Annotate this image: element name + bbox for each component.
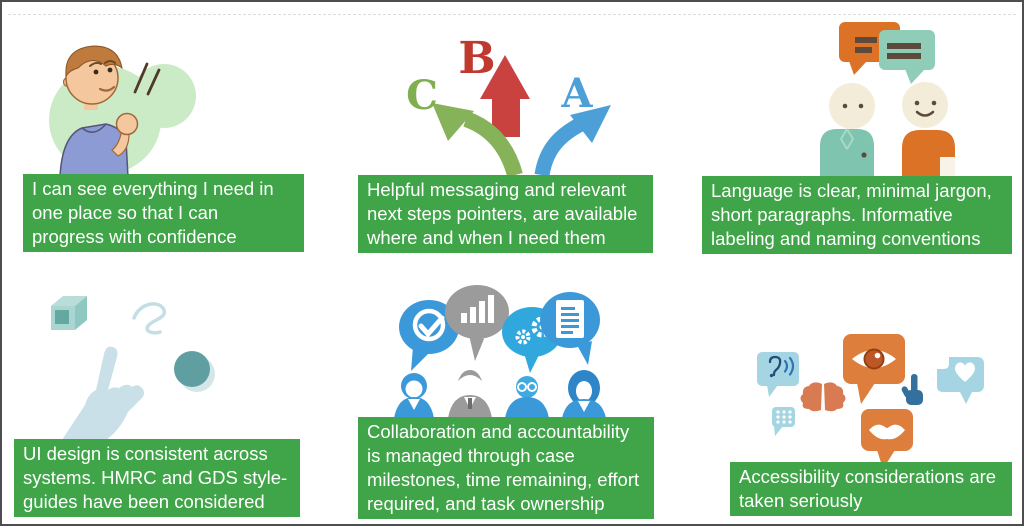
check-bubble	[399, 300, 459, 354]
smirk	[98, 85, 116, 92]
confident-person-illustration	[49, 45, 196, 177]
person-teal-body	[820, 129, 874, 176]
panel-accessibility	[737, 324, 1017, 469]
teal-circle	[174, 351, 210, 387]
person-man-gray	[458, 372, 482, 396]
panel-language	[817, 18, 1017, 176]
arrow-label-b: B	[458, 33, 495, 84]
bar-chart-icon	[461, 313, 467, 323]
pointing-hand	[62, 346, 145, 440]
arrow-label-c: C	[406, 72, 438, 119]
braille-dots-icon	[776, 410, 792, 424]
arrow-label-a: A	[560, 70, 593, 117]
hair	[65, 45, 123, 78]
smile	[915, 110, 935, 117]
dashed-guide-line	[8, 14, 1016, 15]
brain-icon	[800, 382, 822, 412]
abc-arrows-illustration: B C A	[406, 33, 611, 175]
caption-accessibility: Accessibility considerations are taken s…	[730, 462, 1012, 516]
caption-consistency: UI design is consistent across systems. …	[14, 439, 300, 517]
glasses-icon	[517, 382, 527, 392]
green-left-arrow	[463, 111, 523, 175]
eyebrows	[89, 60, 116, 67]
teal-speech-bubble	[879, 30, 935, 70]
heart-icon	[955, 362, 975, 382]
squiggle	[132, 302, 167, 335]
caption-language: Language is clear, minimal jargon, short…	[702, 176, 1012, 254]
collaboration-illustration	[394, 285, 606, 418]
panel-consistency	[30, 290, 220, 440]
panel-overview	[30, 32, 200, 177]
person-teal-head	[829, 83, 875, 129]
fist	[115, 112, 139, 136]
chart-bubble	[445, 285, 509, 339]
touch-hand-icon	[901, 374, 923, 405]
pointing-hand-illustration	[51, 296, 215, 440]
sound-waves-icon	[783, 356, 795, 376]
conversation-illustration	[820, 22, 955, 176]
panel-messaging: B C A	[374, 27, 644, 175]
caption-collaboration: Collaboration and accountability is mana…	[358, 417, 654, 519]
check-icon	[412, 308, 446, 342]
accessibility-illustration	[757, 334, 984, 469]
caption-overview: I can see everything I need in one place…	[23, 174, 304, 252]
blue-right-arrow	[534, 117, 585, 175]
ear-icon	[768, 355, 782, 377]
panel-collaboration	[387, 285, 617, 421]
lips-icon	[869, 424, 905, 440]
emphasis-lines	[133, 62, 161, 96]
caption-messaging: Helpful messaging and relevant next step…	[358, 175, 653, 253]
red-up-arrow	[480, 55, 530, 137]
person-orange-head	[902, 82, 948, 128]
